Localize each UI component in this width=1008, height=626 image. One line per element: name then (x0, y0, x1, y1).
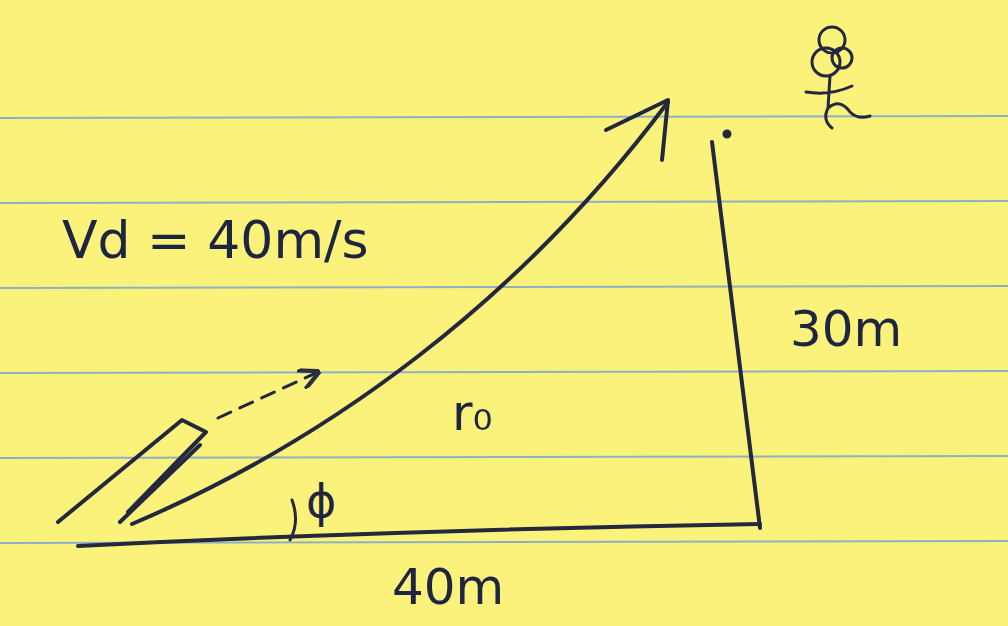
person-figure (806, 27, 870, 128)
height-line (712, 142, 760, 528)
ground-line (78, 524, 760, 546)
sketch-label: r₀ (452, 388, 493, 438)
ruled-lines (0, 116, 1008, 543)
sketch-label: 30m (790, 304, 902, 354)
velocity-arrow (218, 372, 318, 418)
sketch-label: Vd = 40m/s (62, 214, 369, 266)
cannon (58, 420, 206, 522)
angle-arc (290, 500, 296, 540)
target-dot (725, 132, 730, 137)
sketch-label: ϕ (306, 478, 336, 524)
trajectory-arrowhead (606, 100, 668, 160)
trajectory (132, 102, 668, 524)
sketch-label: 40m (392, 562, 504, 612)
